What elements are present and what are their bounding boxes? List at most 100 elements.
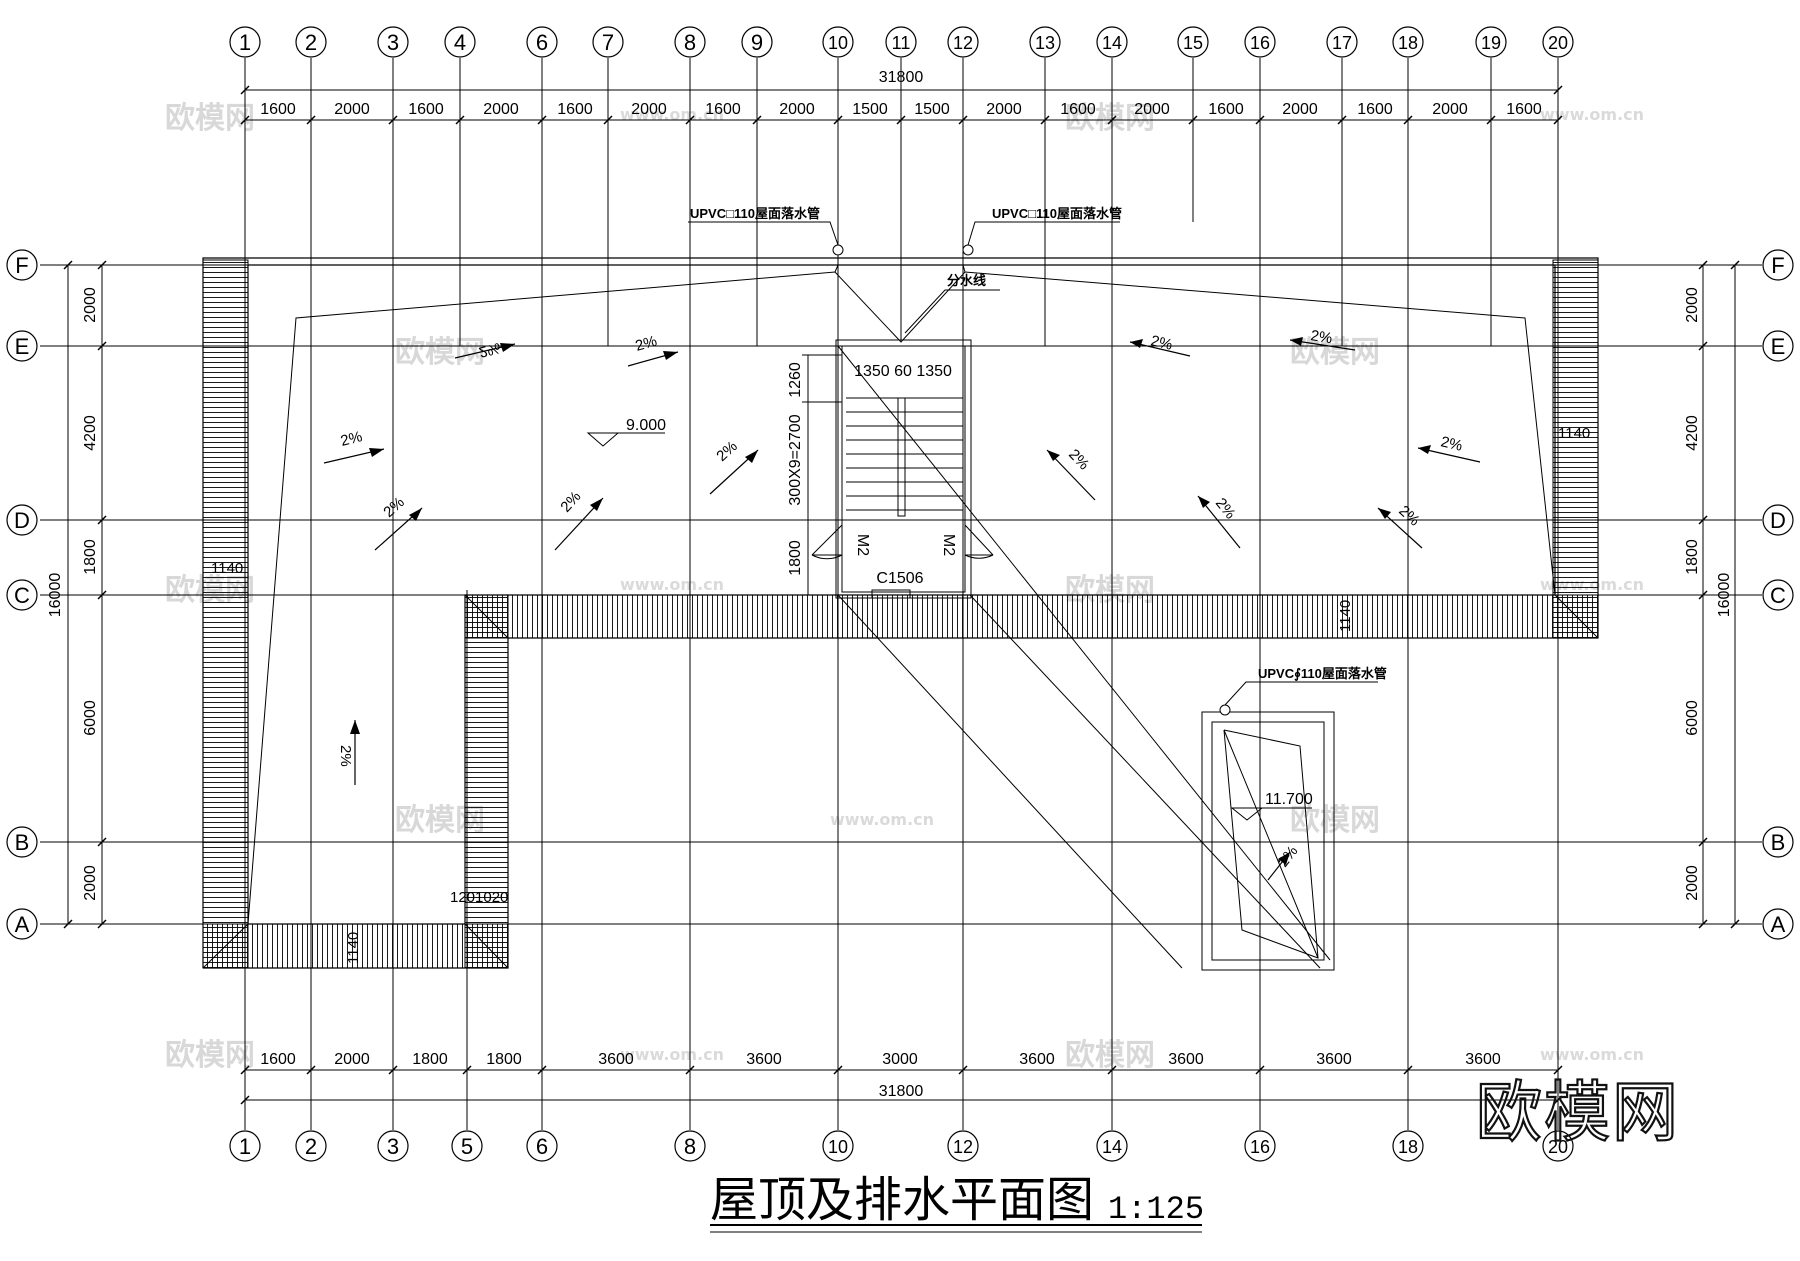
drain-pipe-lower-icon xyxy=(1219,704,1231,716)
gutter-annotations: 1140 1140 1140 1140 1201020 xyxy=(211,425,1590,964)
axis-bubble xyxy=(229,26,261,58)
stair-handrail xyxy=(897,397,906,517)
slope-label: 2% xyxy=(380,494,407,521)
axis-label-16: 16 xyxy=(1250,1137,1270,1157)
dimension-text: 6000 xyxy=(1684,700,1701,736)
dimension-text: 1600 xyxy=(1357,101,1393,118)
axis-label-5: 5 xyxy=(461,1134,473,1159)
dimension-text: 2000 xyxy=(986,101,1022,118)
axis-bubble xyxy=(1244,1130,1276,1162)
drawing-title-block: 屋顶及排水平面图 1:125 xyxy=(710,1172,1204,1233)
dimension-text: 6000 xyxy=(82,700,99,736)
watermark-url: www.om.cn xyxy=(1540,105,1644,124)
door-label-left: M2 xyxy=(854,534,871,556)
top-axis-bubbles: 1 2 3 4 6 7 8 9 10 11 12 13 14 15 16 17 … xyxy=(229,26,1574,58)
dimension-text: 1800 xyxy=(82,539,99,575)
gutter-width-left: 1140 xyxy=(211,560,243,577)
axis-label-3: 3 xyxy=(387,1134,399,1159)
axis-label-11: 11 xyxy=(892,33,911,53)
upper-roof xyxy=(1201,711,1335,971)
axis-label-13: 13 xyxy=(1035,33,1055,53)
dimension-text: 2000 xyxy=(1134,101,1170,118)
axis-bubble xyxy=(526,1130,558,1162)
axis-label-14: 14 xyxy=(1102,33,1122,53)
watermark-text: 欧模网 xyxy=(395,335,485,370)
dimension-text: 3600 xyxy=(1316,1051,1352,1068)
axis-label-20: 20 xyxy=(1548,1137,1568,1157)
dimension-text: 3600 xyxy=(598,1051,634,1068)
window-label: C1506 xyxy=(876,570,923,587)
axis-label-9: 9 xyxy=(751,30,763,55)
gutter-dimension: 1201020 xyxy=(450,889,508,906)
drain-note-right: UPVC□110屋面落水管 xyxy=(992,206,1122,221)
dimension-text: 1600 xyxy=(1506,101,1542,118)
axis-bubble xyxy=(1392,26,1424,58)
dimension-text: 1800 xyxy=(486,1051,522,1068)
dimension-text: 4200 xyxy=(1684,415,1701,451)
axis-bubble xyxy=(674,1130,706,1162)
axis-bubble xyxy=(6,826,38,858)
axis-label-10: 10 xyxy=(828,1137,848,1157)
drain-pipe-right-icon xyxy=(962,244,974,256)
dimension-text: 1500 xyxy=(914,101,950,118)
dimension-text: 3600 xyxy=(1168,1051,1204,1068)
axis-bubble xyxy=(526,26,558,58)
upper-roof-inner xyxy=(1211,721,1325,961)
slope-label: 2% xyxy=(1065,446,1092,473)
dimension-text: 1600 xyxy=(705,101,741,118)
axis-label-20: 20 xyxy=(1548,33,1568,53)
watermark-url: www.om.cn xyxy=(830,810,934,829)
axis-label-D: D xyxy=(14,508,30,533)
axis-label-3: 3 xyxy=(387,30,399,55)
dimension-text: 2000 xyxy=(1684,865,1701,901)
axis-bubble xyxy=(1762,826,1794,858)
elevation-triangle xyxy=(586,432,620,447)
axis-label-15: 15 xyxy=(1183,33,1203,53)
axis-label-F: F xyxy=(15,253,28,278)
dimension-text: 4200 xyxy=(82,415,99,451)
elevation-triangle xyxy=(1230,807,1264,821)
watermark-text: 欧模网 xyxy=(165,101,255,136)
slope-label: 2% xyxy=(633,333,659,355)
ridge-line xyxy=(247,271,1556,925)
axis-label-2: 2 xyxy=(305,1134,317,1159)
dimension-text: 2000 xyxy=(483,101,519,118)
dimension-text: 1600 xyxy=(1208,101,1244,118)
slope-label: 2% xyxy=(713,438,740,465)
dimension-text: 1600 xyxy=(1060,101,1096,118)
dimension-text: 1800 xyxy=(1684,539,1701,575)
watermark-text: 欧模网 xyxy=(1290,335,1380,370)
axis-label-7: 7 xyxy=(602,30,614,55)
stairwell xyxy=(802,339,994,599)
axis-bubble xyxy=(444,26,476,58)
watermark-url: www.om.cn xyxy=(620,105,724,124)
drain-note-lower: UPVC∮110屋面落水管 xyxy=(1258,666,1387,682)
axis-label-C: C xyxy=(1770,583,1786,608)
dimension-text: 2000 xyxy=(779,101,815,118)
axis-bubble xyxy=(822,26,854,58)
axis-bubble xyxy=(6,504,38,536)
axis-bubble xyxy=(1029,26,1061,58)
dimension-text: 2000 xyxy=(334,1051,370,1068)
axis-bubble xyxy=(885,26,917,58)
dimension-text: 2000 xyxy=(631,101,667,118)
axis-bubble xyxy=(592,26,624,58)
axis-bubble xyxy=(6,249,38,281)
axis-label-E: E xyxy=(15,334,30,359)
slope-label: 2% xyxy=(557,488,584,515)
dimension-text: 2000 xyxy=(82,865,99,901)
gutter-width-bottom: 1140 xyxy=(345,932,362,964)
slope-label: 2% xyxy=(1149,332,1174,353)
stair-bottom-dimension: 1800 xyxy=(787,540,804,576)
dimension-text: 1500 xyxy=(852,101,888,118)
door-label-right: M2 xyxy=(940,534,957,556)
dimension-text: 1600 xyxy=(557,101,593,118)
axis-bubble xyxy=(1762,908,1794,940)
drain-notes: UPVC□110屋面落水管 UPVC□110屋面落水管 UPVC∮110屋面落水… xyxy=(688,206,1387,716)
axis-bubble xyxy=(947,26,979,58)
axis-label-2: 2 xyxy=(305,30,317,55)
axis-bubble xyxy=(1762,249,1794,281)
dimension-text: 2000 xyxy=(1282,101,1318,118)
elevation-upper: 11.700 xyxy=(1265,791,1313,808)
dimension-text: 1600 xyxy=(260,101,296,118)
